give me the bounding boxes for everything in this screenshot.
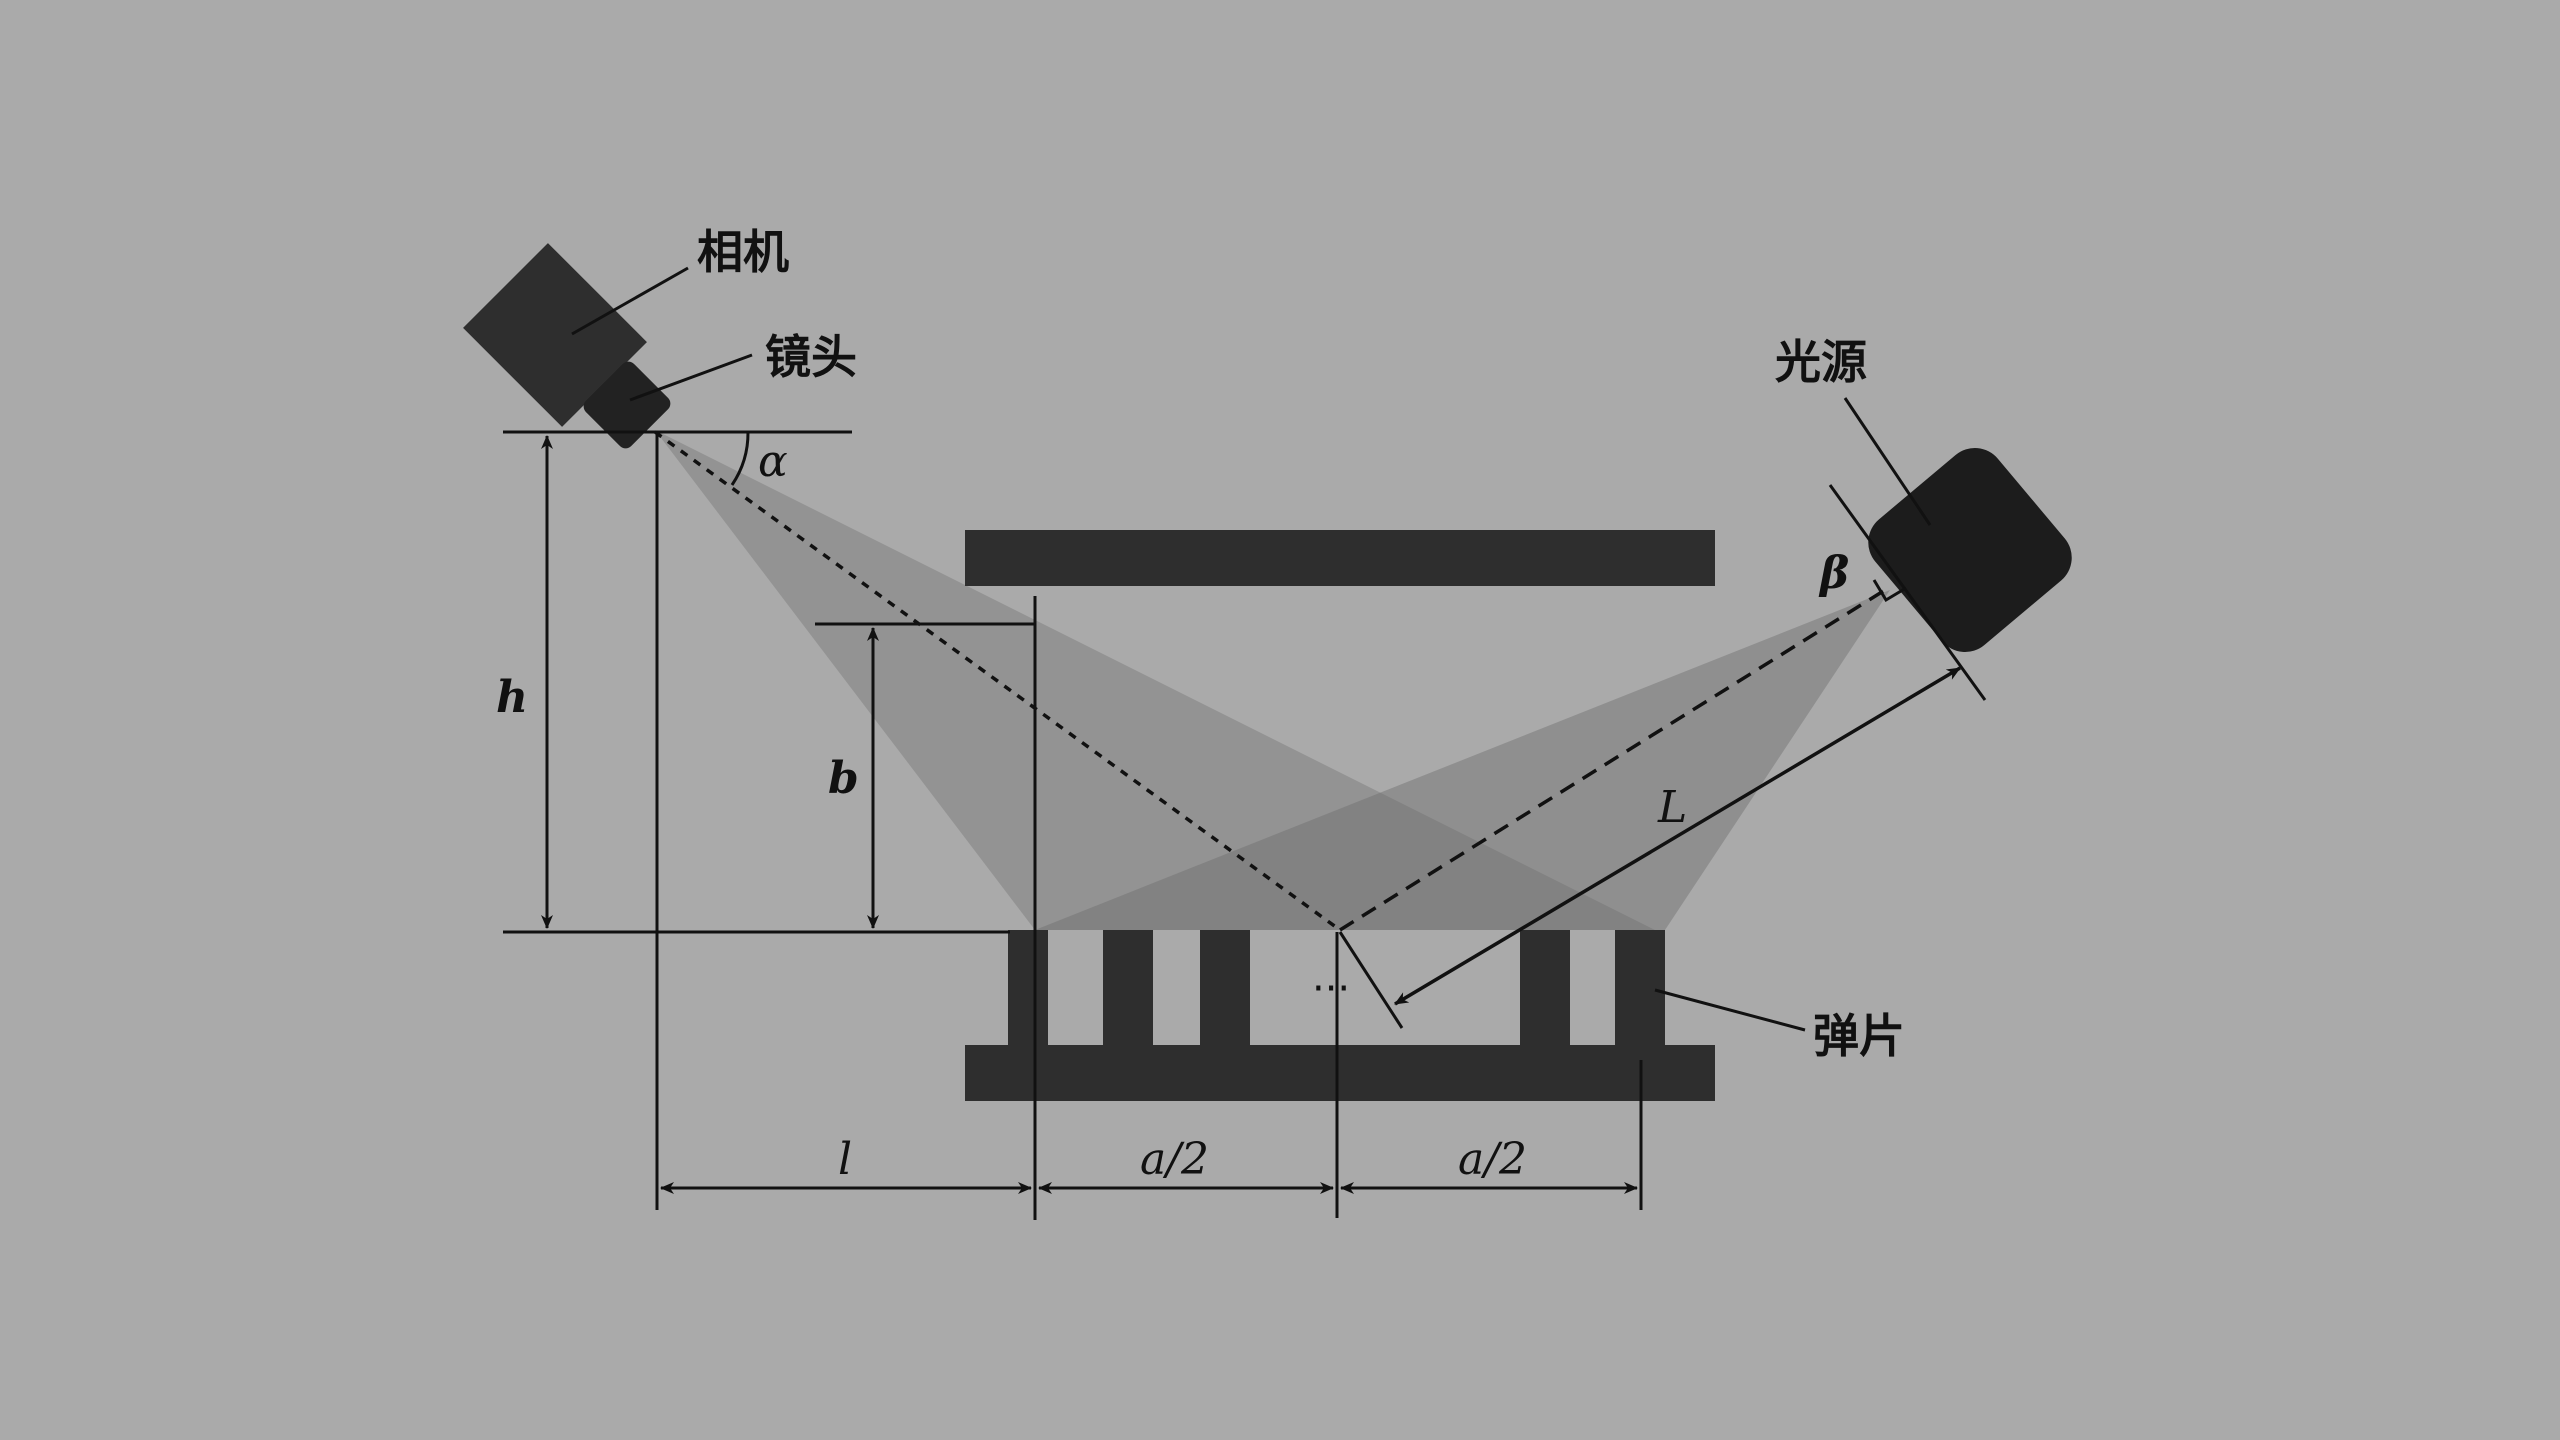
spring-leader-line xyxy=(1654,988,1806,1032)
light-source-icon xyxy=(1828,448,2072,701)
camera-leader-line xyxy=(571,266,689,336)
h-label: h xyxy=(496,672,528,723)
L-label: L xyxy=(1657,782,1687,833)
camera-optical-axis xyxy=(653,430,1342,932)
b-label: b xyxy=(828,753,859,804)
spring-comb xyxy=(965,930,1715,1101)
ellipsis-mark: ··· xyxy=(1312,966,1350,1012)
comb-base xyxy=(965,1045,1715,1101)
camera-icon xyxy=(463,243,671,449)
beta-label: β xyxy=(1818,548,1849,599)
camera-body xyxy=(463,243,647,427)
right-angle-marker xyxy=(1872,579,1907,603)
spring-tooth xyxy=(1103,930,1153,1060)
camera-label: 相机 xyxy=(697,225,789,279)
l-label: l xyxy=(838,1134,852,1185)
L-extension-line xyxy=(1338,931,1404,1029)
light-source-body xyxy=(1868,448,2072,652)
lens-label: 镜头 xyxy=(765,330,857,384)
spring-tooth xyxy=(1008,930,1048,1060)
spring-label: 弹片 xyxy=(1813,1009,1905,1063)
spring-tooth xyxy=(1615,930,1665,1060)
alpha-arc xyxy=(730,431,750,486)
spring-tooth xyxy=(1200,930,1250,1060)
a-half-left-label: a/2 xyxy=(1140,1134,1209,1185)
L-dimension-arrow xyxy=(1394,666,1961,1006)
lens-icon xyxy=(583,361,671,449)
top-plate xyxy=(965,530,1715,586)
light-source-label: 光源 xyxy=(1775,335,1867,389)
lens-leader-line xyxy=(629,353,753,402)
light-source-face-line xyxy=(1828,484,1987,701)
light-source-leader-line xyxy=(1843,397,1932,526)
alpha-label: α xyxy=(758,436,788,487)
a-half-right-label: a/2 xyxy=(1458,1134,1527,1185)
spring-tooth xyxy=(1520,930,1570,1060)
